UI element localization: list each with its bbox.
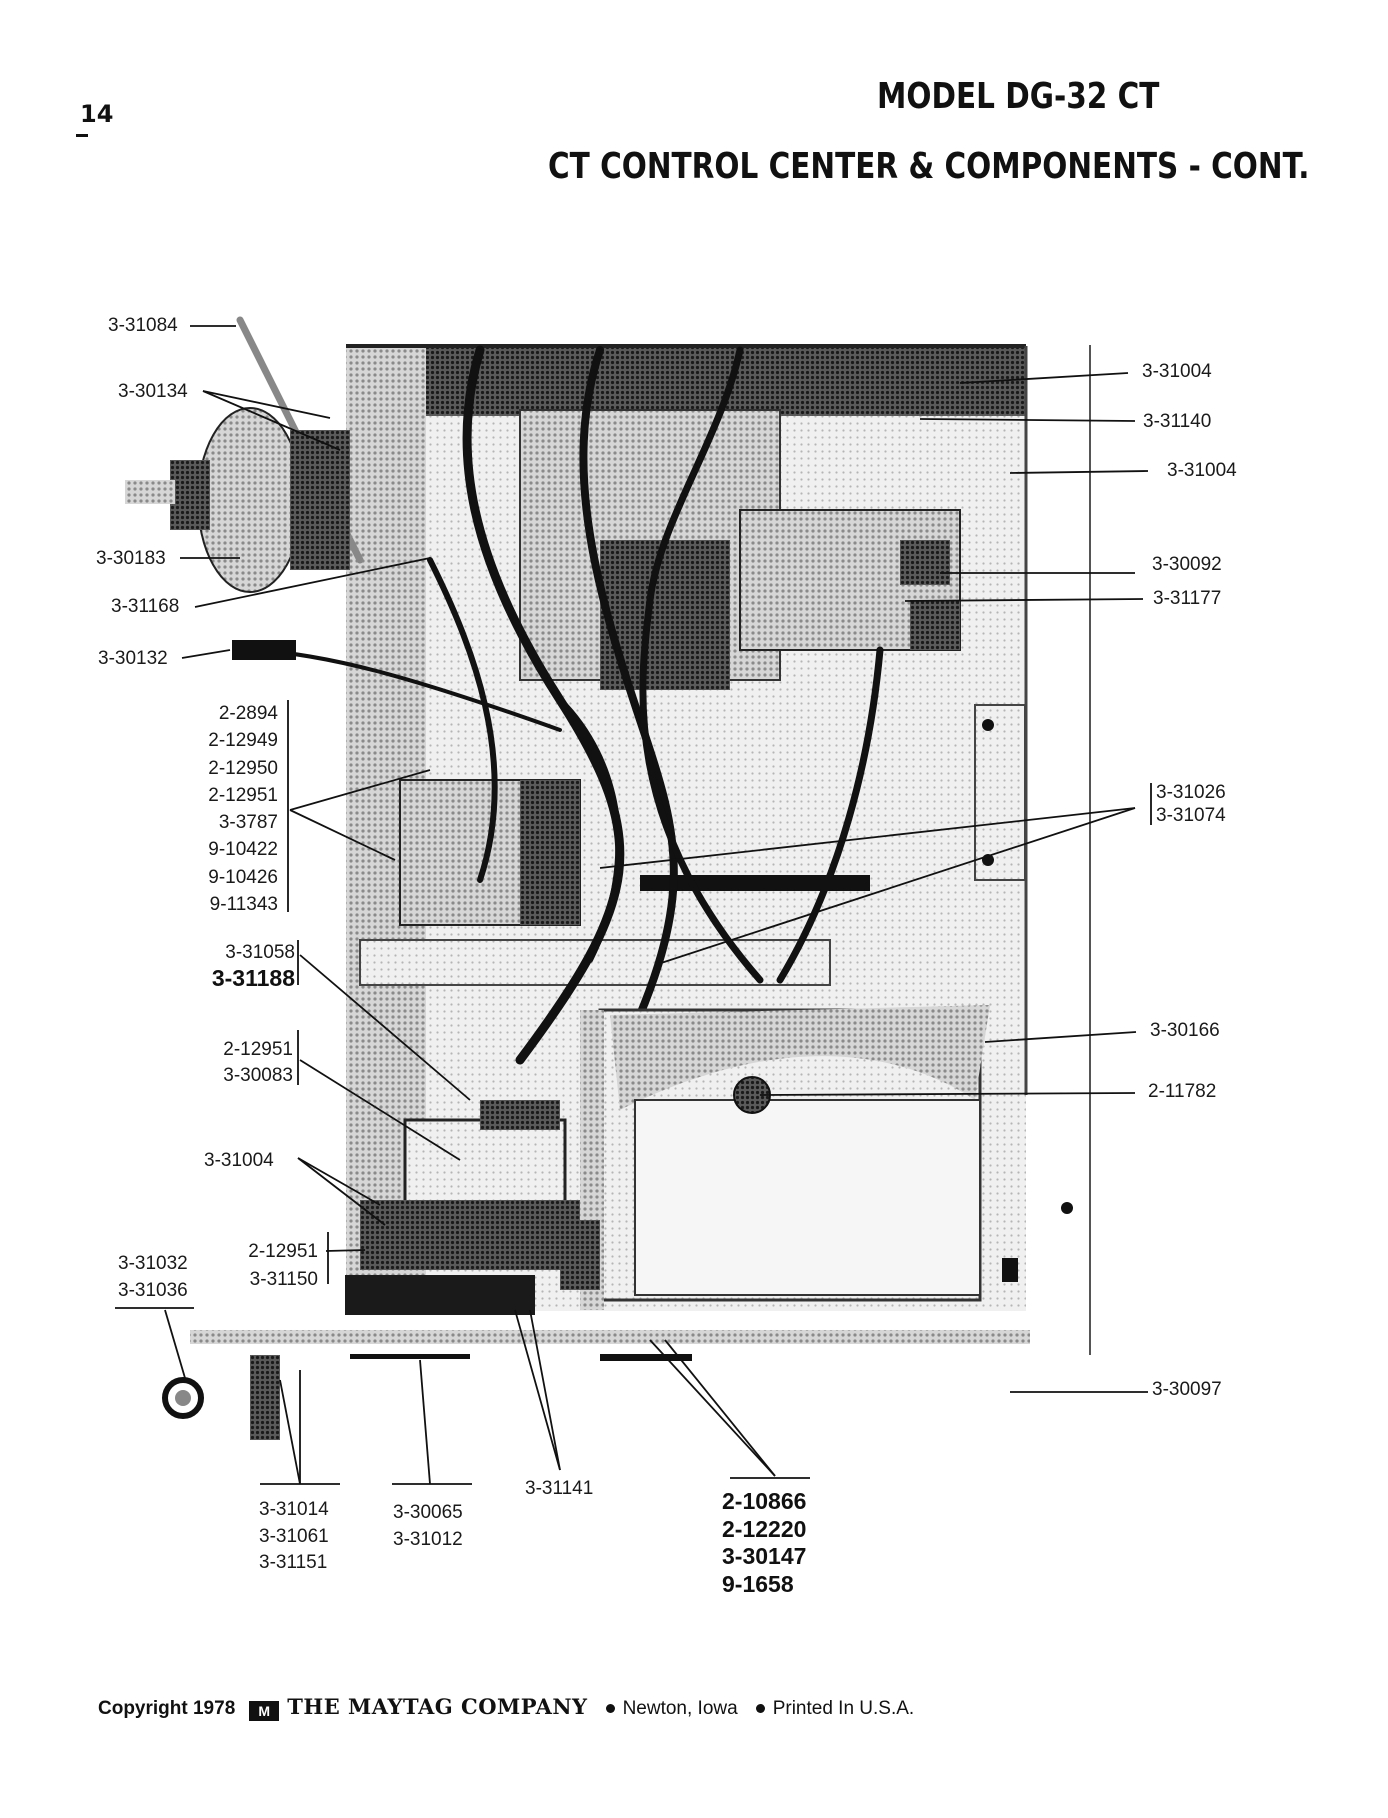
- part-number: 2-2894: [218, 703, 278, 724]
- bullet-icon: [605, 1703, 615, 1713]
- callout-label: 3-31140: [1143, 411, 1212, 432]
- callout-label: 3-31084: [108, 315, 178, 336]
- part-number: 3-31036: [118, 1280, 188, 1301]
- callout-label: 3-30097: [1152, 1379, 1222, 1400]
- lower-housing: [560, 1005, 1073, 1310]
- callout-group-relay-parts: 2-2894 2-12949 2-12950 2-12951 3-3787 9-…: [195, 700, 278, 918]
- callout-label: 3-30134: [118, 381, 188, 402]
- printed-text: Printed In U.S.A.: [772, 1698, 915, 1719]
- part-number: 3-30083: [223, 1065, 293, 1086]
- part-number: 9-10422: [208, 839, 278, 861]
- part-number: 2-12951: [223, 1039, 293, 1060]
- callout-label: 3-31004: [1167, 460, 1237, 481]
- part-number: 3-31026: [1156, 782, 1226, 803]
- part-number: 3-31061: [259, 1525, 329, 1547]
- location-text: Newton, Iowa: [622, 1698, 738, 1719]
- wiring-harness: [236, 316, 884, 1084]
- maytag-logo: M: [249, 1701, 280, 1721]
- callout-label: 3-31004: [204, 1150, 274, 1171]
- part-number: 3-31074: [1156, 805, 1226, 826]
- part-number: 3-31058: [225, 942, 295, 963]
- motor-cylinder: [125, 407, 350, 593]
- part-number: 3-31012: [393, 1529, 463, 1550]
- company-name: THE MAYTAG COMPANY: [287, 1694, 588, 1719]
- callout-label: 3-30132: [98, 648, 168, 669]
- part-number: 2-12220: [722, 1515, 807, 1542]
- control-center-block: [519, 409, 961, 690]
- side-bracket: [974, 704, 1026, 881]
- part-number: 2-12951: [208, 784, 278, 806]
- part-number: 2-12950: [208, 757, 278, 779]
- part-number: 3-31150: [249, 1269, 318, 1290]
- page-number: 14: [80, 100, 114, 128]
- footer: Copyright 1978 M THE MAYTAG COMPANY Newton,…: [98, 1694, 914, 1721]
- callout-label: 3-31177: [1153, 588, 1222, 609]
- callout-group-grommet: 3-31032 3-31036: [118, 1250, 188, 1304]
- part-number: 9-11343: [209, 894, 278, 916]
- part-number: 2-12949: [208, 730, 278, 752]
- callout-label: 3-31004: [1142, 361, 1212, 382]
- part-number: 3-3787: [218, 812, 278, 834]
- callout-label: 2-11782: [1148, 1081, 1217, 1102]
- bullet-icon: [755, 1703, 765, 1713]
- transformer: [345, 1100, 590, 1315]
- callout-label: 3-30166: [1150, 1020, 1220, 1041]
- callout-group-housing: 2-10866 2-12220 3-30147 9-1658: [722, 1488, 806, 1598]
- callout-group-terminal: 2-12951 3-31150: [238, 1238, 318, 1294]
- callout-label: 3-30183: [96, 548, 166, 569]
- callout-group-wires: 3-31026 3-31074: [1156, 781, 1226, 827]
- part-number: 3-30065: [393, 1502, 463, 1523]
- part-number: 2-12951: [248, 1241, 318, 1262]
- part-number: 3-31151: [259, 1552, 328, 1573]
- callout-group-base-screws: 3-31014 3-31061 3-31151: [259, 1497, 329, 1577]
- callout-label: 3-31141: [525, 1478, 594, 1499]
- part-number: 9-10426: [208, 866, 278, 888]
- model-title: MODEL DG-32 CT: [877, 76, 1160, 117]
- part-number: 3-31014: [259, 1499, 329, 1520]
- part-number: 3-30147: [722, 1543, 807, 1569]
- part-number: 9-1658: [722, 1570, 794, 1597]
- callout-label: 3-30092: [1152, 554, 1222, 575]
- callout-group-base-rail: 3-30065 3-31012: [393, 1499, 463, 1553]
- part-number: 3-31032: [118, 1253, 188, 1274]
- callout-group-transformer: 2-12951 3-30083: [213, 1037, 293, 1089]
- sensor-plug: [232, 640, 296, 660]
- copyright-text: Copyright 1978: [98, 1698, 236, 1719]
- section-subtitle: CT CONTROL CENTER & COMPONENTS - CONT.: [548, 146, 1310, 187]
- leader-lines: [115, 325, 1152, 1485]
- part-number: 3-31188: [211, 965, 295, 991]
- base-rail: [162, 1330, 1030, 1440]
- page-number-mark: [76, 134, 88, 137]
- callout-group-harness: 3-31058 3-31188: [196, 941, 295, 991]
- callout-label: 3-31168: [111, 596, 180, 617]
- part-number: 2-10866: [722, 1488, 807, 1514]
